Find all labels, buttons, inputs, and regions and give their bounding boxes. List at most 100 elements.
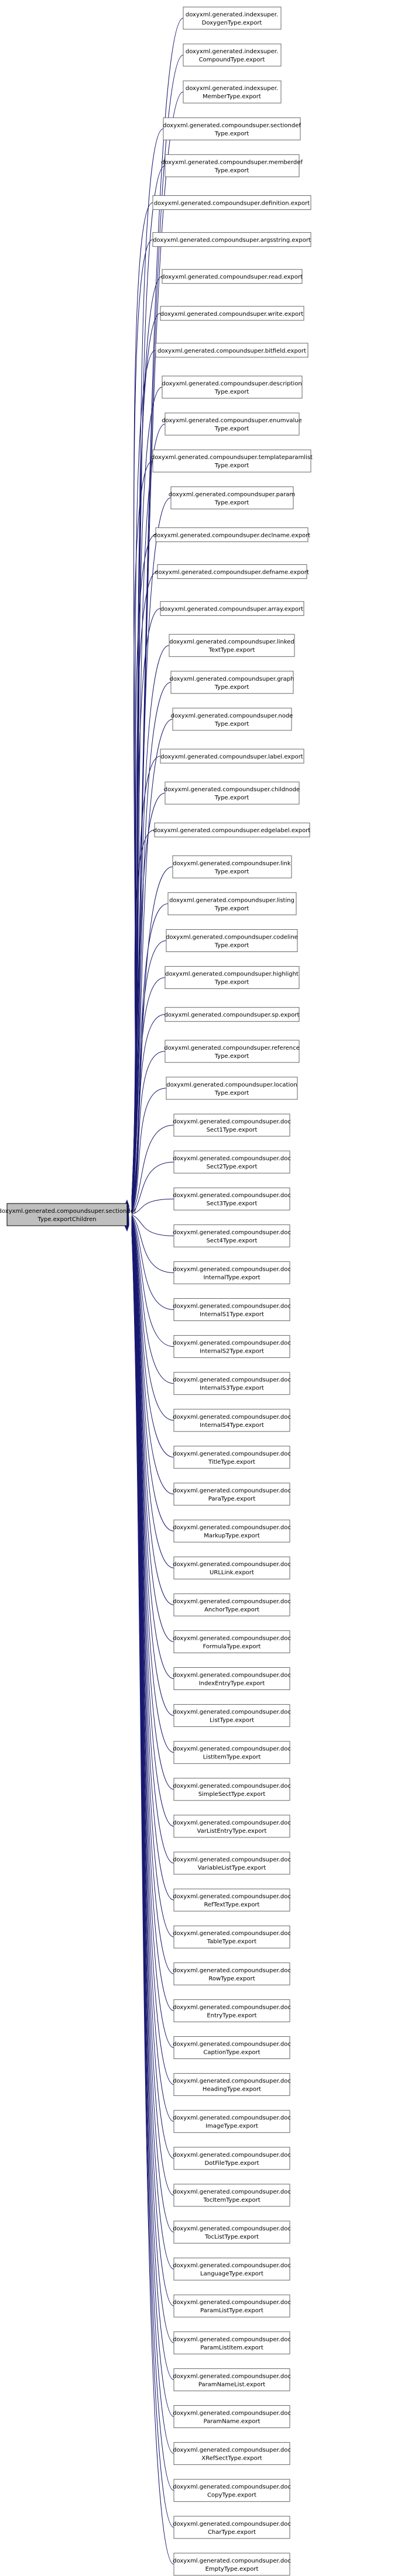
node-box[interactable] [173, 1778, 290, 1801]
node-box[interactable] [173, 1519, 290, 1543]
node-doxyxml-generated-compoundsuper-edgelabel-export[interactable]: doxyxml.generated.compoundsuper.edgelabe… [153, 822, 311, 837]
node-box[interactable] [155, 343, 309, 358]
node-box[interactable] [173, 1630, 290, 1653]
node-box[interactable] [152, 195, 311, 210]
node-box[interactable] [183, 6, 282, 30]
node-doxyxml-generated-compoundsuper-docvarlistentrytype-export[interactable]: doxyxml.generated.compoundsuper.docVarLi… [173, 1815, 291, 1838]
node-doxyxml-generated-compoundsuper-nodetype-export[interactable]: doxyxml.generated.compoundsuper.nodeType… [171, 708, 293, 731]
node-box[interactable] [173, 2516, 290, 2539]
node-doxyxml-generated-compoundsuper-docreftexttype-export[interactable]: doxyxml.generated.compoundsuper.docRefTe… [173, 1888, 291, 1912]
node-doxyxml-generated-compoundsuper-doccaptiontype-export[interactable]: doxyxml.generated.compoundsuper.docCapti… [173, 2036, 291, 2059]
node-box[interactable] [173, 1741, 290, 1764]
root-node-box[interactable] [6, 1203, 128, 1226]
node-box[interactable] [160, 601, 304, 616]
node-doxyxml-generated-compoundsuper-docsimplesecttype-export[interactable]: doxyxml.generated.compoundsuper.docSimpl… [173, 1778, 291, 1801]
node-box[interactable] [162, 269, 303, 284]
node-doxyxml-generated-compoundsuper-docchartype-export[interactable]: doxyxml.generated.compoundsuper.docCharT… [173, 2516, 291, 2539]
node-box[interactable] [173, 1815, 290, 1838]
node-box[interactable] [173, 1851, 290, 1875]
node-box[interactable] [173, 1261, 290, 1284]
node-box[interactable] [155, 527, 309, 542]
node-doxyxml-generated-compoundsuper-locationtype-export[interactable]: doxyxml.generated.compoundsuper.location… [166, 1077, 298, 1100]
node-doxyxml-generated-compoundsuper-argsstring-export[interactable]: doxyxml.generated.compoundsuper.argsstri… [152, 232, 311, 247]
node-box[interactable] [152, 232, 311, 247]
node-doxyxml-generated-compoundsuper-templateparamlisttype-export[interactable]: doxyxml.generated.compoundsuper.template… [151, 449, 313, 473]
node-box[interactable] [173, 1888, 290, 1912]
node-box[interactable] [173, 1925, 290, 1949]
node-doxyxml-generated-compoundsuper-highlighttype-export[interactable]: doxyxml.generated.compoundsuper.highligh… [164, 966, 300, 989]
node-doxyxml-generated-compoundsuper-docinternaltype-export[interactable]: doxyxml.generated.compoundsuper.docInter… [173, 1261, 291, 1284]
node-doxyxml-generated-compoundsuper-defname-export[interactable]: doxyxml.generated.compoundsuper.defname.… [155, 564, 309, 579]
node-doxyxml-generated-compoundsuper-docurllink-export[interactable]: doxyxml.generated.compoundsuper.docURLLi… [173, 1556, 291, 1580]
node-box[interactable] [183, 80, 282, 104]
node-box[interactable] [183, 43, 282, 67]
node-doxyxml-generated-compoundsuper-docinternals1type-export[interactable]: doxyxml.generated.compoundsuper.docInter… [173, 1298, 291, 1321]
node-box[interactable] [172, 855, 292, 878]
node-doxyxml-generated-compoundsuper-label-export[interactable]: doxyxml.generated.compoundsuper.label.ex… [160, 749, 304, 764]
node-box[interactable] [173, 2220, 290, 2244]
node-box[interactable] [164, 412, 300, 436]
node-box[interactable] [173, 2036, 290, 2059]
node-doxyxml-generated-compoundsuper-doctabletype-export[interactable]: doxyxml.generated.compoundsuper.docTable… [173, 1925, 291, 1949]
node-box[interactable] [173, 2110, 290, 2133]
node-box[interactable] [173, 2073, 290, 2096]
node-box[interactable] [173, 1446, 290, 1469]
node-box[interactable] [164, 154, 300, 177]
node-doxyxml-generated-compoundsuper-docanchortype-export[interactable]: doxyxml.generated.compoundsuper.docAncho… [173, 1593, 291, 1616]
node-box[interactable] [173, 1113, 290, 1137]
node-doxyxml-generated-compoundsuper-codelinetype-export[interactable]: doxyxml.generated.compoundsuper.codeline… [166, 929, 298, 952]
node-doxyxml-generated-indexsuper-membertype-export[interactable]: doxyxml.generated.indexsuper.MemberType.… [183, 80, 282, 104]
node-box[interactable] [157, 564, 307, 579]
node-doxyxml-generated-indexsuper-doxygentype-export[interactable]: doxyxml.generated.indexsuper.DoxygenType… [183, 6, 282, 30]
node-doxyxml-generated-compoundsuper-docsect4type-export[interactable]: doxyxml.generated.compoundsuper.docSect4… [173, 1224, 291, 1247]
node-doxyxml-generated-compoundsuper-array-export[interactable]: doxyxml.generated.compoundsuper.array.ex… [160, 601, 304, 616]
node-box[interactable] [169, 634, 295, 657]
node-box[interactable] [173, 2442, 290, 2465]
node-doxyxml-generated-compoundsuper-listingtype-export[interactable]: doxyxml.generated.compoundsuper.listingT… [167, 892, 297, 915]
node-box[interactable] [173, 1150, 290, 1174]
node-doxyxml-generated-compoundsuper-doctocitemtype-export[interactable]: doxyxml.generated.compoundsuper.docTocIt… [173, 2184, 291, 2207]
node-doxyxml-generated-compoundsuper-declname-export[interactable]: doxyxml.generated.compoundsuper.declname… [153, 527, 310, 542]
node-doxyxml-generated-compoundsuper-descriptiontype-export[interactable]: doxyxml.generated.compoundsuper.descript… [162, 375, 303, 399]
node-doxyxml-generated-indexsuper-compoundtype-export[interactable]: doxyxml.generated.indexsuper.CompoundTyp… [183, 43, 282, 67]
node-doxyxml-generated-compoundsuper-docsect3type-export[interactable]: doxyxml.generated.compoundsuper.docSect3… [173, 1187, 291, 1211]
node-box[interactable] [166, 1077, 298, 1100]
node-doxyxml-generated-compoundsuper-docindexentrytype-export[interactable]: doxyxml.generated.compoundsuper.docIndex… [173, 1667, 291, 1690]
node-box[interactable] [170, 486, 294, 509]
node-box[interactable] [172, 708, 292, 731]
node-doxyxml-generated-compoundsuper-linktype-export[interactable]: doxyxml.generated.compoundsuper.linkType… [172, 855, 292, 878]
node-doxyxml-generated-compoundsuper-docrowtype-export[interactable]: doxyxml.generated.compoundsuper.docRowTy… [173, 1962, 291, 1985]
node-doxyxml-generated-compoundsuper-docparamlisttype-export[interactable]: doxyxml.generated.compoundsuper.docParam… [173, 2294, 291, 2318]
node-doxyxml-generated-compoundsuper-enumvaluetype-export[interactable]: doxyxml.generated.compoundsuper.enumvalu… [162, 412, 302, 436]
node-box[interactable] [173, 1298, 290, 1321]
node-box[interactable] [173, 1187, 290, 1211]
node-doxyxml-generated-compoundsuper-graphtype-export[interactable]: doxyxml.generated.compoundsuper.graphTyp… [170, 671, 294, 694]
node-box[interactable] [173, 2479, 290, 2502]
node-doxyxml-generated-compoundsuper-bitfield-export[interactable]: doxyxml.generated.compoundsuper.bitfield… [155, 343, 309, 358]
node-box[interactable] [173, 2294, 290, 2318]
node-doxyxml-generated-compoundsuper-doccopytype-export[interactable]: doxyxml.generated.compoundsuper.docCopyT… [173, 2479, 291, 2502]
node-box[interactable] [160, 306, 304, 321]
node-box[interactable] [173, 2405, 290, 2428]
node-doxyxml-generated-compoundsuper-docinternals4type-export[interactable]: doxyxml.generated.compoundsuper.docInter… [173, 1409, 291, 1432]
node-doxyxml-generated-compoundsuper-doclisttype-export[interactable]: doxyxml.generated.compoundsuper.docListT… [173, 1704, 291, 1727]
node-box[interactable] [166, 929, 298, 952]
node-doxyxml-generated-compoundsuper-sp-export[interactable]: doxyxml.generated.compoundsuper.sp.expor… [164, 1007, 300, 1022]
node-doxyxml-generated-compoundsuper-doclanguagetype-export[interactable]: doxyxml.generated.compoundsuper.docLangu… [173, 2257, 291, 2281]
node-box[interactable] [154, 822, 310, 837]
node-box[interactable] [173, 1224, 290, 1247]
node-doxyxml-generated-compoundsuper-docimagetype-export[interactable]: doxyxml.generated.compoundsuper.docImage… [173, 2110, 291, 2133]
node-doxyxml-generated-compoundsuper-docinternals3type-export[interactable]: doxyxml.generated.compoundsuper.docInter… [173, 1372, 291, 1395]
node-doxyxml-generated-compoundsuper-docparamname-export[interactable]: doxyxml.generated.compoundsuper.docParam… [173, 2405, 291, 2428]
node-doxyxml-generated-compoundsuper-sectiondeftype-export[interactable]: doxyxml.generated.compoundsuper.sectiond… [163, 117, 301, 140]
node-box[interactable] [173, 1372, 290, 1395]
node-doxyxml-generated-compoundsuper-definition-export[interactable]: doxyxml.generated.compoundsuper.definiti… [152, 195, 311, 210]
node-box[interactable] [173, 2553, 290, 2576]
node-doxyxml-generated-compoundsuper-docsect1type-export[interactable]: doxyxml.generated.compoundsuper.docSect1… [173, 1113, 291, 1137]
node-doxyxml-generated-compoundsuper-docsect2type-export[interactable]: doxyxml.generated.compoundsuper.docSect2… [173, 1150, 291, 1174]
node-doxyxml-generated-compoundsuper-docentrytype-export[interactable]: doxyxml.generated.compoundsuper.docEntry… [173, 1999, 291, 2022]
node-doxyxml-generated-compoundsuper-docinternals2type-export[interactable]: doxyxml.generated.compoundsuper.docInter… [173, 1335, 291, 1358]
node-box[interactable] [164, 1007, 300, 1022]
node-box[interactable] [164, 781, 300, 805]
node-box[interactable] [173, 2368, 290, 2391]
